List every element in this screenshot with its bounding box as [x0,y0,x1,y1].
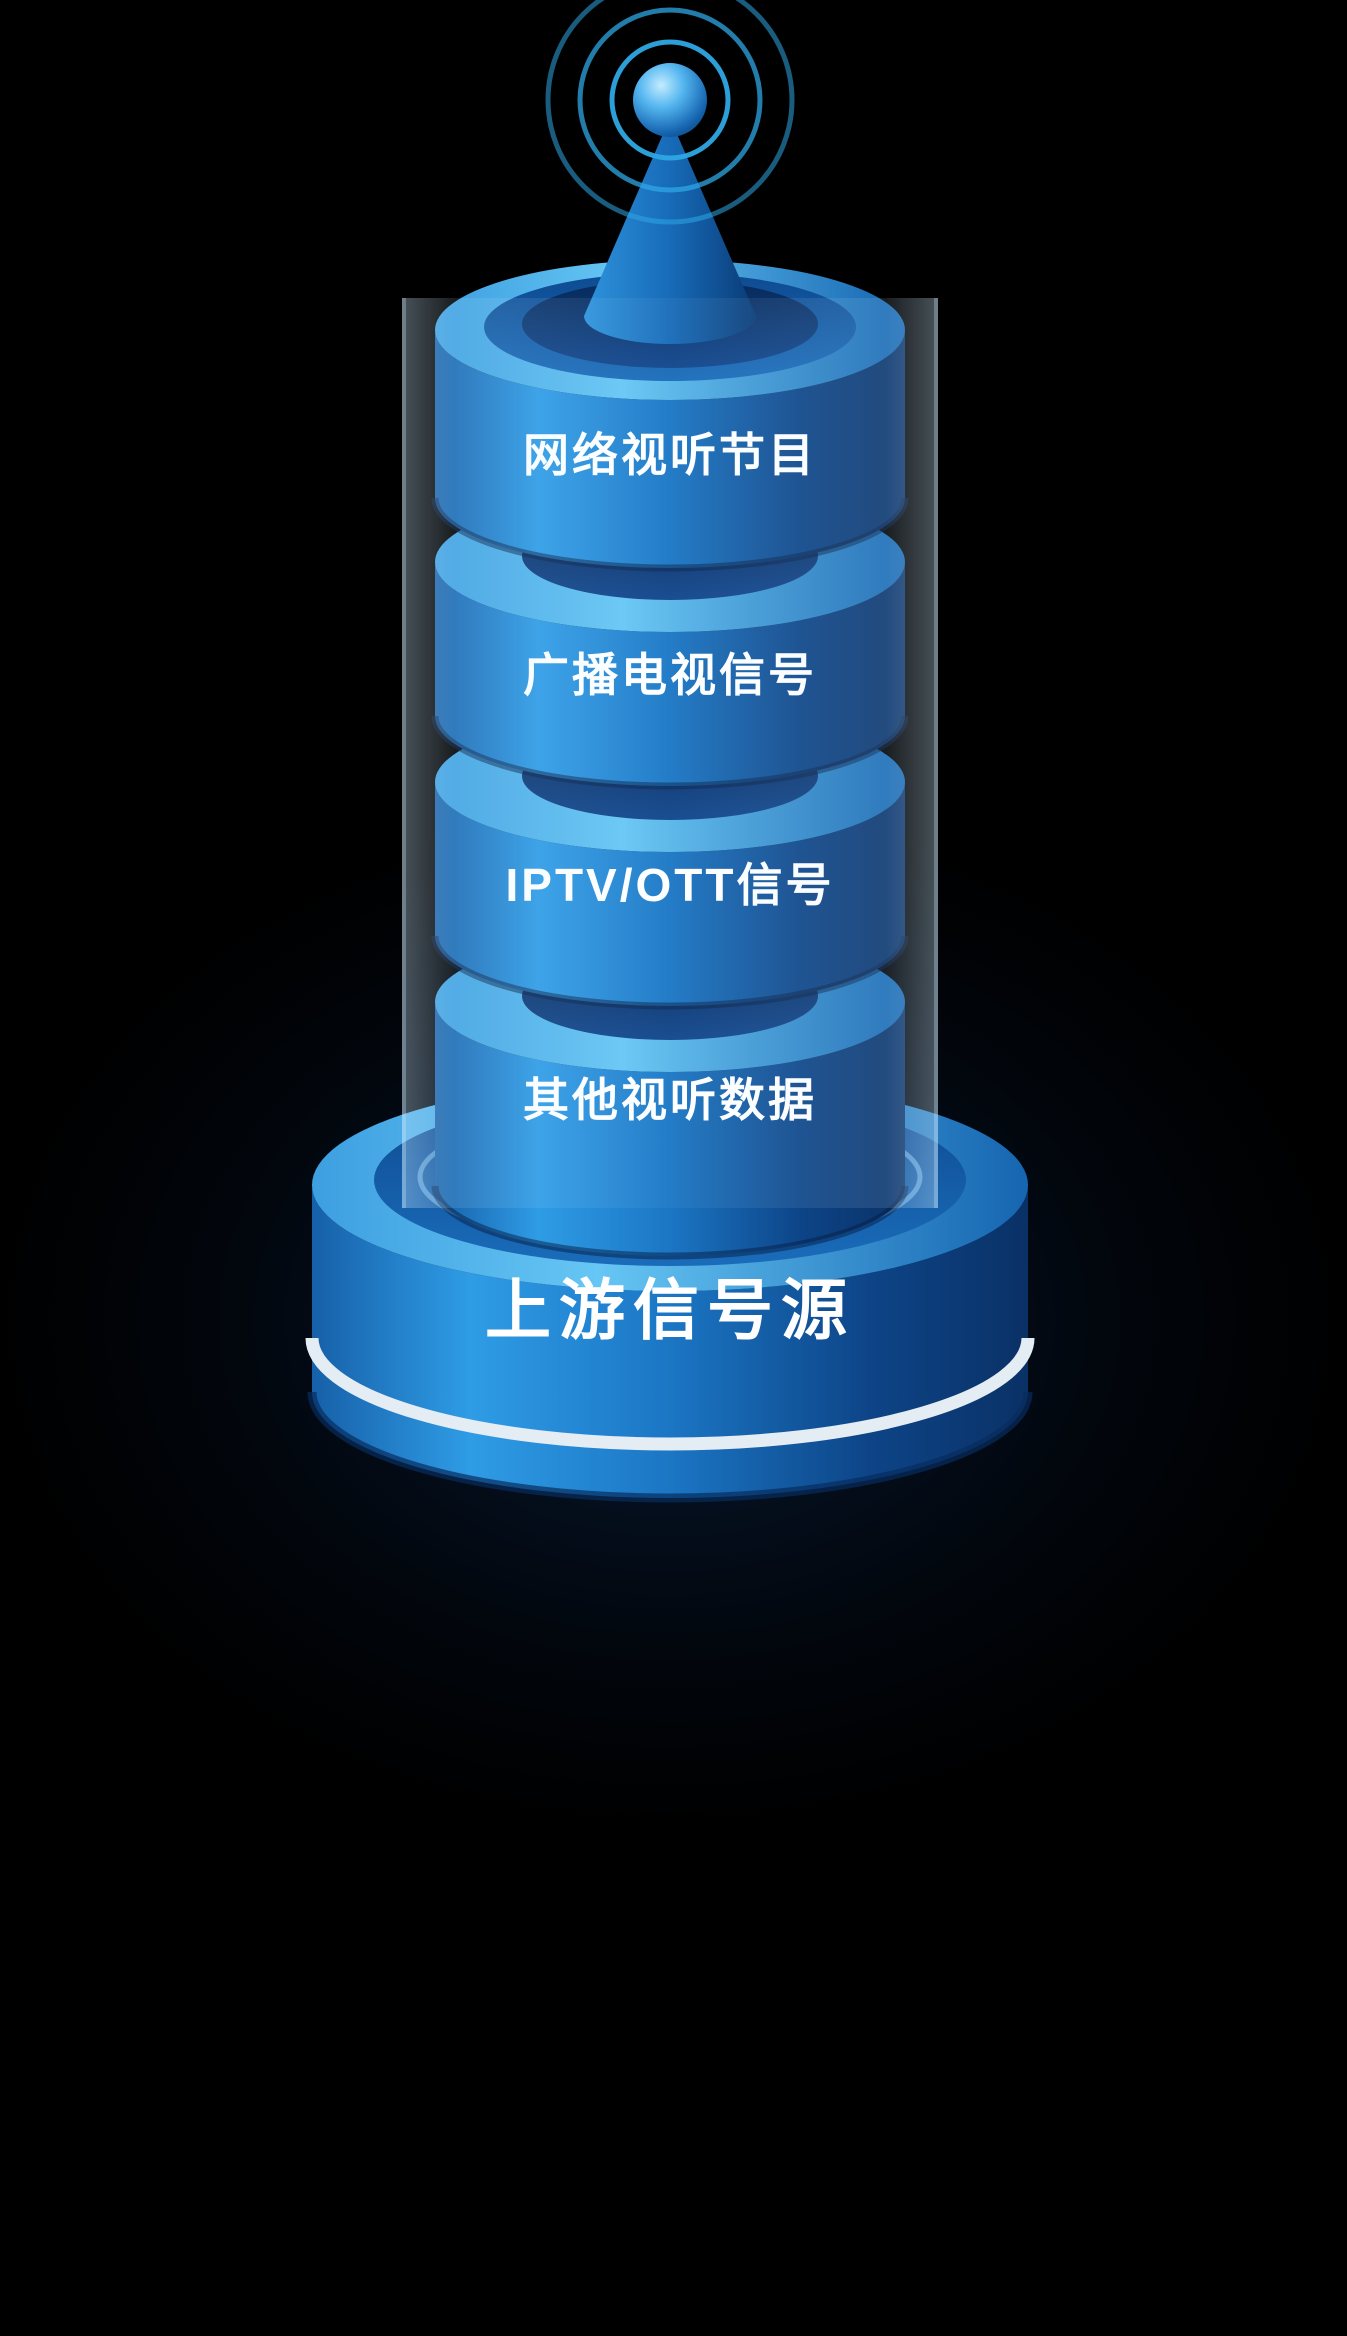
broadcast-antenna [545,0,795,344]
signal-wave-ring-outer [545,0,795,225]
glass-tube-edge-left [402,298,406,1208]
signal-wave-ring-middle [577,7,763,193]
segment-bottom-edge [431,1185,909,1260]
base-highlight-stripe [305,1337,1035,1451]
signal-wave-ring-inner [609,39,731,161]
glass-tube-edge-right [934,298,938,1208]
base-bottom-edge [307,1391,1033,1503]
antenna-cone [584,118,756,344]
base-cylinder-body [312,1185,1028,1498]
base-label: 上游信号源 [485,1273,855,1347]
antenna-ball [633,63,707,137]
glass-tube-glow [402,298,938,1208]
glass-tube-body [402,298,938,1208]
